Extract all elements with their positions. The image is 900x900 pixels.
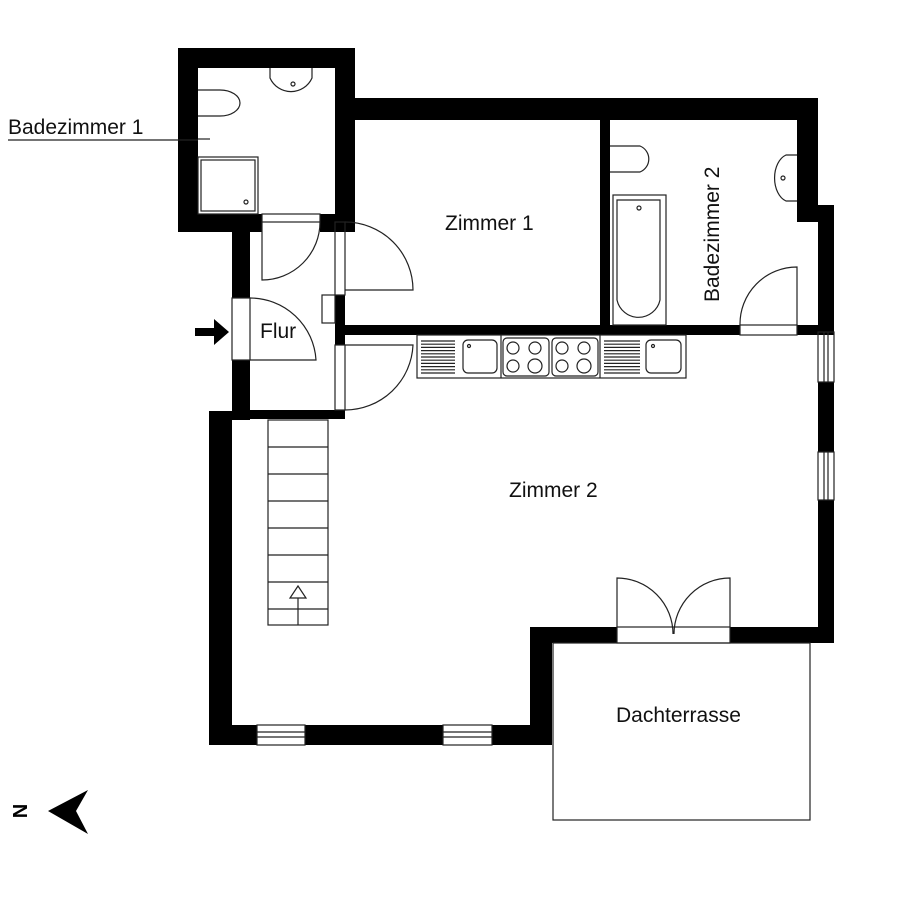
kitchen-counter bbox=[416, 334, 687, 379]
walls bbox=[178, 48, 834, 745]
entrance-arrow-icon bbox=[195, 319, 229, 345]
terrace-label: Dachterrasse bbox=[616, 704, 741, 727]
north-arrow-icon bbox=[48, 790, 88, 834]
north-label: N bbox=[10, 804, 32, 818]
windows bbox=[256, 331, 835, 746]
terrace-outline bbox=[552, 642, 811, 821]
compass: N bbox=[10, 790, 88, 834]
bath2-label: Badezimmer 2 bbox=[701, 167, 724, 302]
hall-label: Flur bbox=[260, 320, 296, 343]
bath1-label: Badezimmer 1 bbox=[8, 116, 143, 139]
staircase bbox=[267, 419, 329, 626]
doors bbox=[231, 213, 798, 644]
bath1-fixtures bbox=[197, 68, 313, 215]
room2-label: Zimmer 2 bbox=[509, 479, 598, 502]
room1-label: Zimmer 1 bbox=[445, 212, 534, 235]
bath2-fixtures bbox=[610, 145, 797, 326]
